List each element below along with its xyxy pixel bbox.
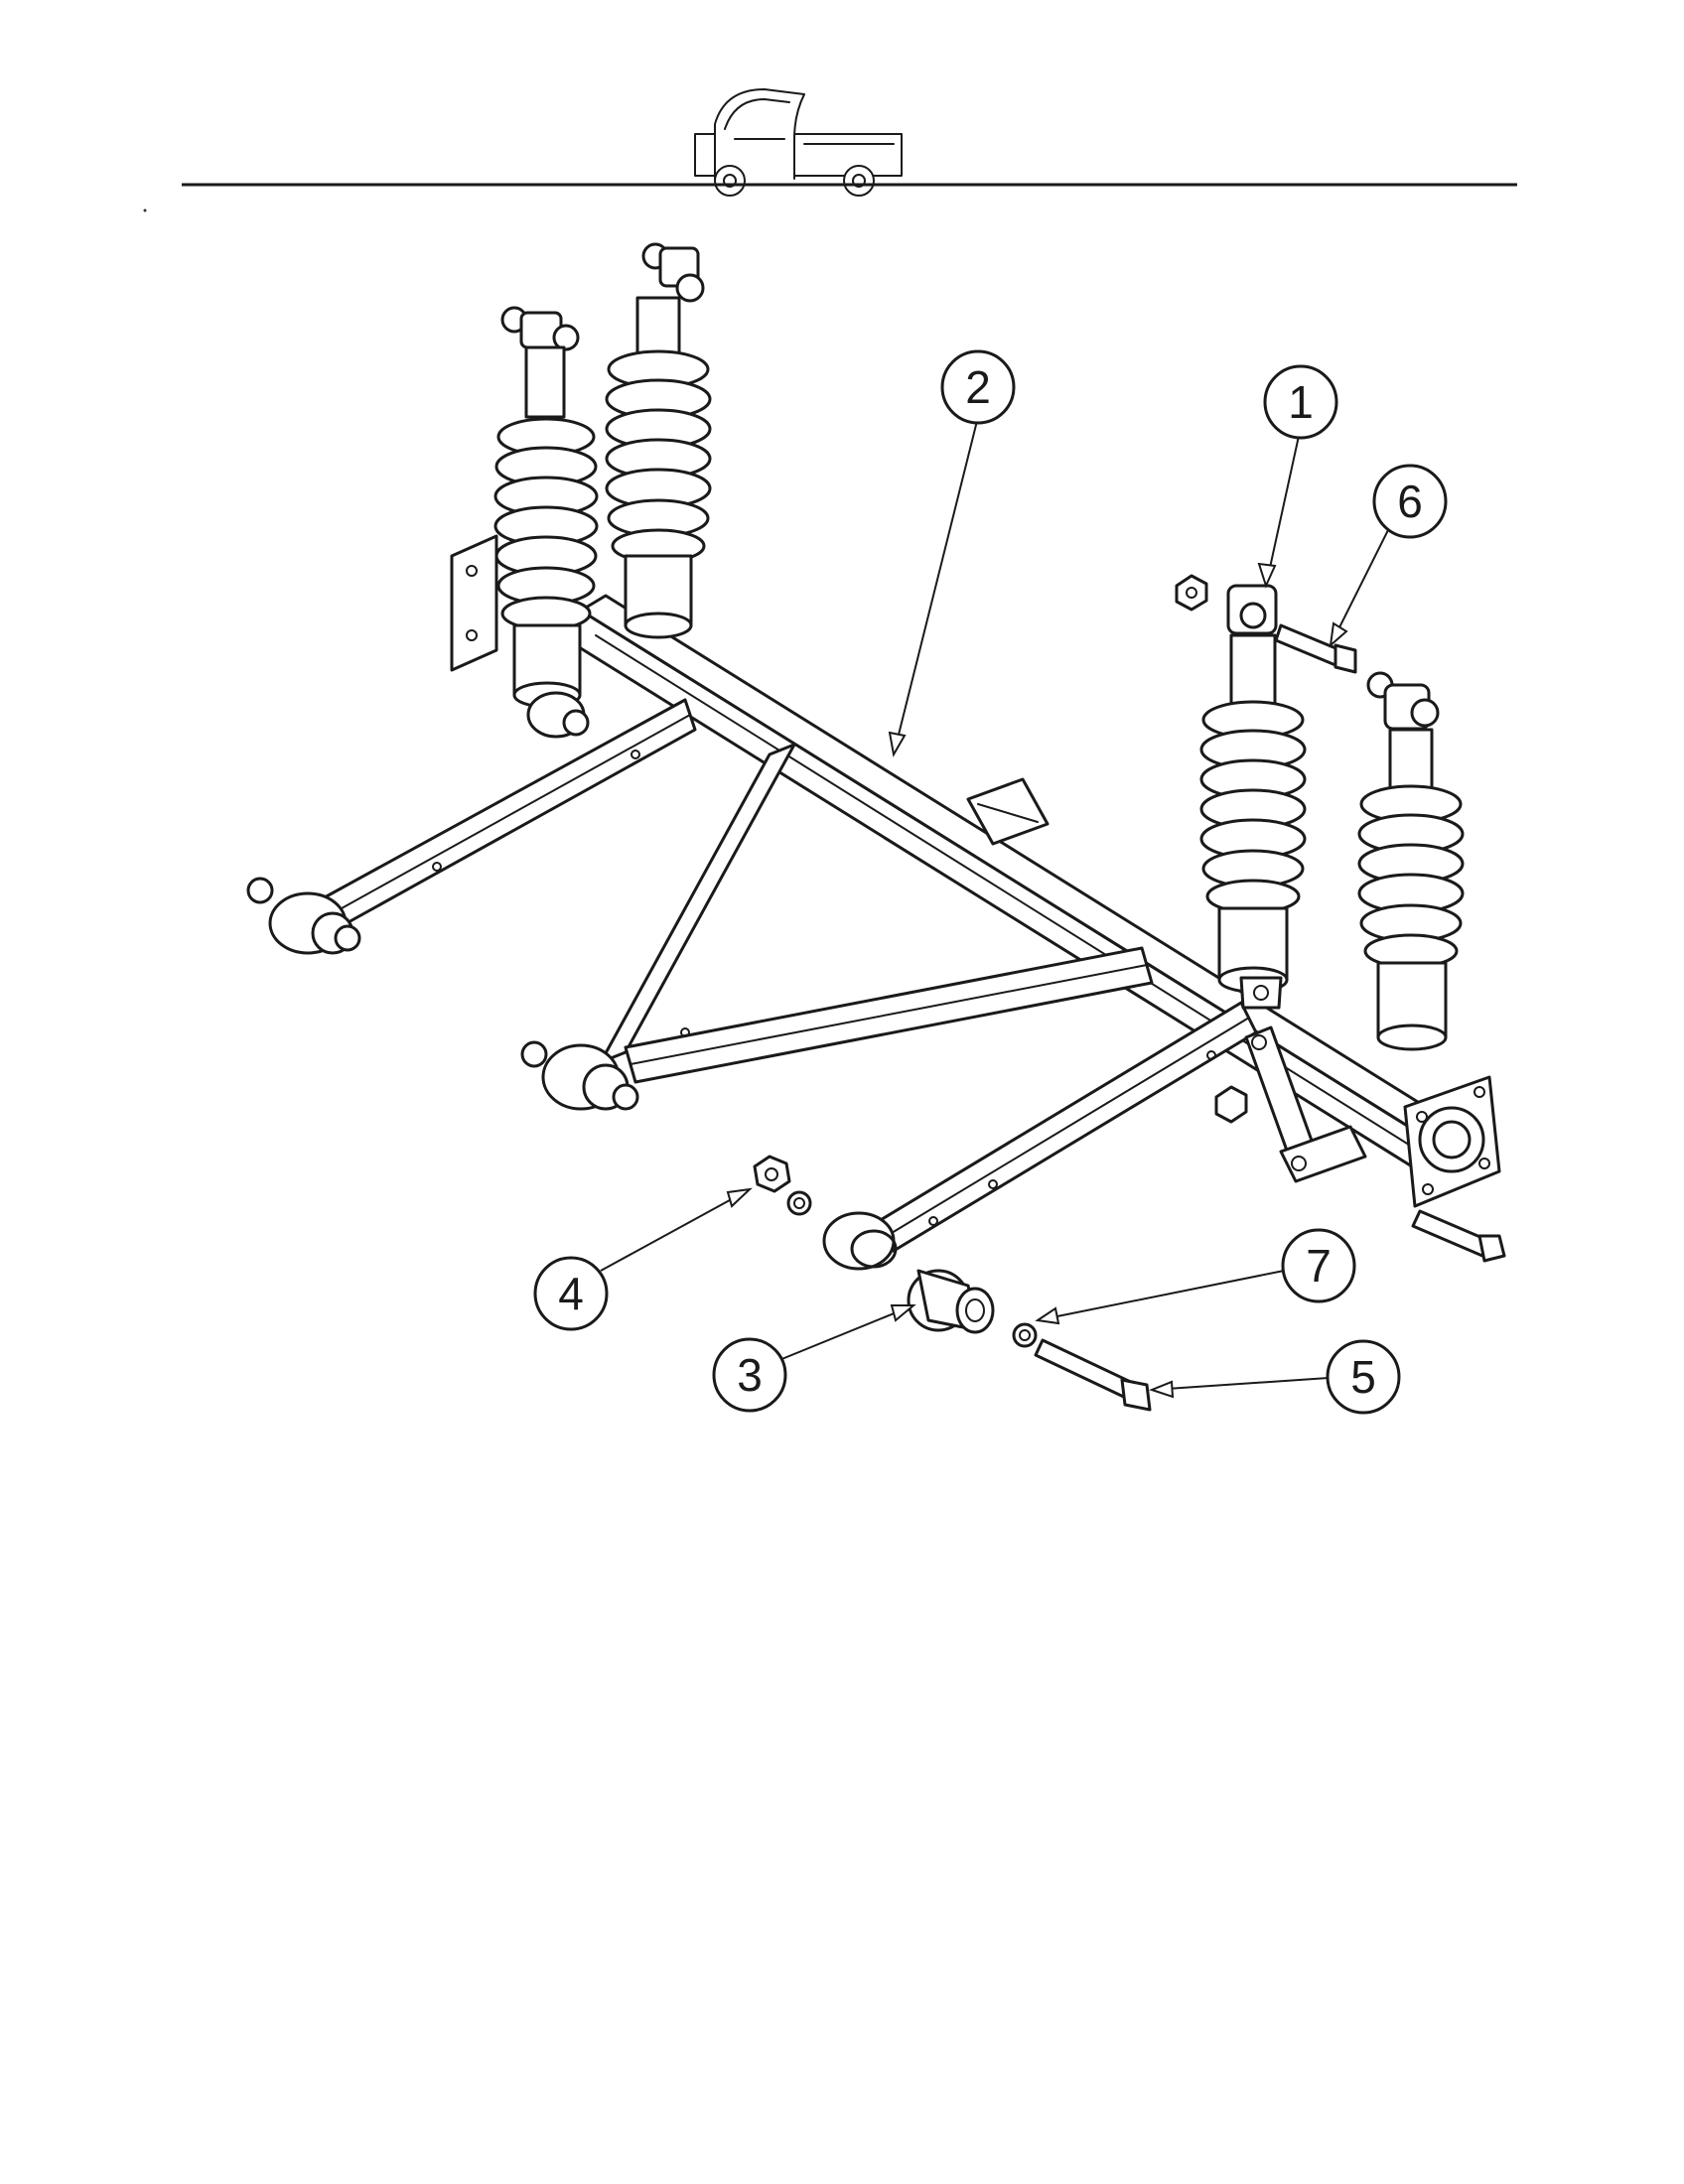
- shock-absorber-right-outer: [1357, 671, 1465, 1051]
- center-bracket: [966, 777, 1050, 846]
- scan-dot: [143, 208, 147, 212]
- shock-absorber-right-center: [1175, 574, 1357, 1010]
- callout-5: 5: [1149, 1339, 1401, 1415]
- callout-7: 7: [1035, 1228, 1356, 1325]
- callout-3-label: 3: [737, 1349, 763, 1401]
- left-mount-plate: [450, 534, 498, 672]
- shock-absorber-left-rear: [493, 306, 599, 739]
- suspension-assembly: [246, 242, 1506, 1412]
- shock-link-plates: [1214, 1025, 1506, 1263]
- exploded-hardware: [753, 1155, 1152, 1412]
- callout-3: 3: [712, 1304, 916, 1413]
- shock-absorber-left-front: [605, 242, 712, 639]
- left-trailing-arm: [246, 698, 697, 955]
- callout-5-label: 5: [1350, 1351, 1376, 1403]
- callout-2: 2: [888, 349, 1016, 757]
- callout-4-label: 4: [558, 1268, 584, 1319]
- utility-vehicle-icon: [694, 88, 903, 197]
- callout-2-label: 2: [965, 361, 991, 413]
- triangle-brace: [520, 743, 1154, 1111]
- right-hub-flange: [1403, 1075, 1501, 1208]
- callout-1: 1: [1257, 364, 1338, 589]
- callout-6: 6: [1329, 464, 1448, 648]
- callout-6-label: 6: [1397, 476, 1423, 527]
- right-trailing-arm: [822, 1001, 1258, 1271]
- callout-7-label: 7: [1306, 1240, 1332, 1292]
- callout-4: 4: [533, 1187, 753, 1331]
- callout-1-label: 1: [1288, 376, 1314, 428]
